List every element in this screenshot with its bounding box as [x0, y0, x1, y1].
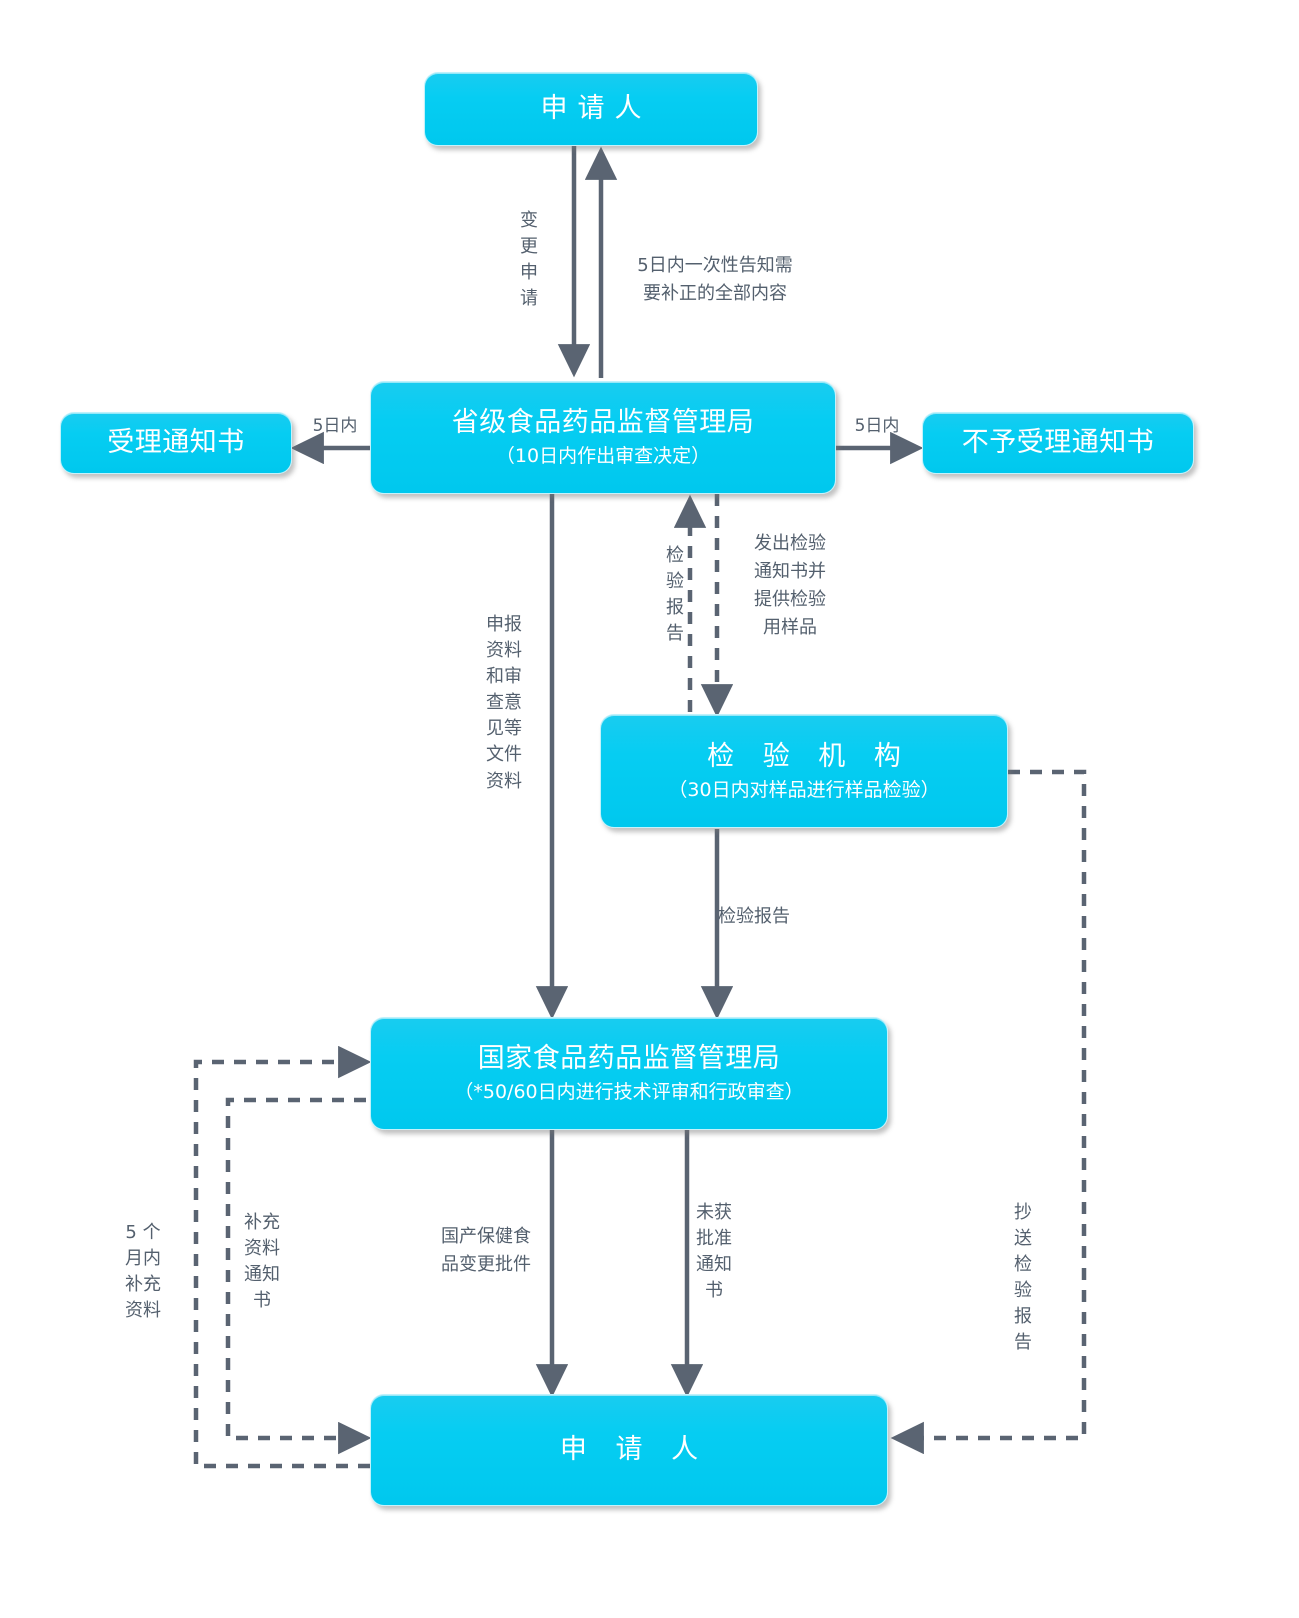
node-national-bureau[interactable]: 国家食品药品监督管理局 （*50/60日内进行技术评审和行政审查） — [370, 1017, 888, 1130]
label-within-5-days-right: 5日内 — [854, 416, 900, 436]
node-provincial-bureau-subtitle: （10日内作出审查决定） — [495, 445, 711, 468]
node-testing-institution[interactable]: 检 验 机 构 （30日内对样品进行样品检验） — [600, 714, 1008, 828]
label-supplement-notice: 补充 资料 通知 书 — [244, 1212, 280, 1312]
node-acceptance-notice[interactable]: 受理通知书 — [60, 412, 292, 474]
node-acceptance-notice-title: 受理通知书 — [107, 427, 245, 459]
label-notify-corrections: 5日内一次性告知需 要补正的全部内容 — [637, 255, 793, 304]
label-domestic-change-approval: 国产保健食 品变更批件 — [441, 1226, 531, 1275]
label-change-application: 变 更 申 请 — [520, 210, 538, 310]
node-national-bureau-subtitle: （*50/60日内进行技术评审和行政审查） — [454, 1081, 804, 1104]
node-testing-institution-subtitle: （30日内对样品进行样品检验） — [668, 778, 940, 801]
label-application-materials: 申报 资料 和审 查意 见等 文件 资料 — [486, 614, 522, 792]
label-not-approved-notice: 未获 批准 通知 书 — [696, 1202, 732, 1302]
node-applicant-bottom-title: 申 请 人 — [559, 1434, 709, 1466]
node-testing-institution-title: 检 验 机 构 — [707, 740, 911, 772]
node-rejection-notice[interactable]: 不予受理通知书 — [922, 412, 1194, 474]
label-test-report-vertical: 检 验 报 告 — [666, 545, 684, 645]
node-applicant-top-title: 申请人 — [540, 93, 652, 125]
label-copy-test-report: 抄 送 检 验 报 告 — [1014, 1202, 1032, 1354]
node-applicant-bottom[interactable]: 申 请 人 — [370, 1394, 888, 1506]
label-supplement-within-5-months: 5 个 月内 补充 资料 — [125, 1222, 161, 1322]
label-within-5-days-left: 5日内 — [312, 416, 358, 436]
label-issue-test-notice: 发出检验 通知书并 提供检验 用样品 — [754, 533, 826, 638]
node-provincial-bureau[interactable]: 省级食品药品监督管理局 （10日内作出审查决定） — [370, 381, 836, 494]
node-national-bureau-title: 国家食品药品监督管理局 — [477, 1043, 781, 1075]
node-rejection-notice-title: 不予受理通知书 — [961, 427, 1155, 459]
node-provincial-bureau-title: 省级食品药品监督管理局 — [451, 407, 755, 439]
edge-supplement-notice — [225, 1097, 372, 1455]
edge-supplement-within-5-months — [193, 1045, 372, 1469]
label-test-report-horizontal: 检验报告 — [718, 906, 790, 927]
node-applicant-top[interactable]: 申请人 — [424, 72, 758, 146]
edge-copy-test-report — [890, 769, 1087, 1455]
